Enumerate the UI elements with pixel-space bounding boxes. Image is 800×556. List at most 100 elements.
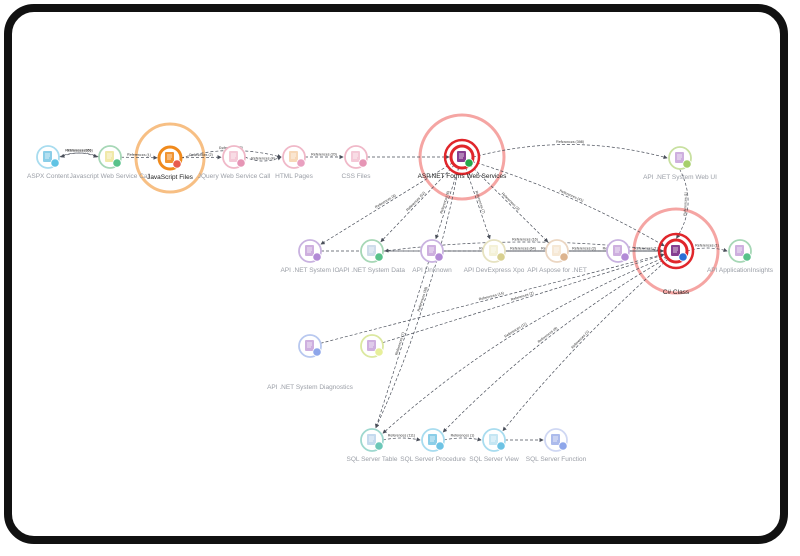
edge-sqltable-sqlproc[interactable] bbox=[382, 437, 421, 442]
node-diag[interactable]: API .NET System Diagnostics bbox=[267, 334, 354, 391]
node-css[interactable]: CSS Files bbox=[342, 145, 372, 180]
node-sqlfunc[interactable]: SQL Server Function bbox=[526, 428, 587, 463]
edge-misc-csfiles[interactable] bbox=[382, 253, 665, 344]
edge-label: References (111) bbox=[388, 434, 415, 438]
edge-label: References (6) bbox=[439, 190, 450, 214]
document-icon bbox=[489, 245, 498, 256]
document-icon bbox=[165, 152, 174, 163]
node-dataapi[interactable]: API .NET System Data bbox=[339, 239, 405, 274]
edge-jsws-jsfiles[interactable] bbox=[120, 155, 158, 160]
edge-aspnet-ioapi[interactable] bbox=[320, 162, 453, 245]
node-label: API .NET System Diagnostics bbox=[267, 384, 354, 391]
type-badge-icon bbox=[296, 158, 306, 168]
edge-aspx-jsws[interactable] bbox=[58, 152, 98, 158]
edge-webui-csfiles[interactable] bbox=[676, 168, 689, 239]
edge-aspnet-webui[interactable] bbox=[472, 144, 668, 160]
edge-label: References (38) bbox=[417, 286, 429, 312]
type-badge-icon bbox=[236, 158, 246, 168]
type-badge-icon bbox=[374, 347, 384, 357]
node-jsfiles[interactable]: JavaScript Files bbox=[147, 145, 194, 181]
node-aspx[interactable]: ASPX Content bbox=[27, 145, 69, 180]
edge-label: References (1) bbox=[634, 247, 658, 251]
node-label: API .NET System Web UI bbox=[643, 174, 717, 181]
node-sqlview[interactable]: SQL Server View bbox=[469, 428, 519, 463]
node-html[interactable]: HTML Pages bbox=[275, 145, 314, 180]
document-icon bbox=[457, 151, 466, 162]
edge-csfiles-sqlview[interactable] bbox=[502, 258, 669, 432]
type-badge-icon bbox=[496, 252, 506, 262]
edge-jsfiles-jqws[interactable] bbox=[180, 155, 222, 160]
edge-unknown-sqltable[interactable] bbox=[374, 261, 430, 429]
edge-label: References (66) bbox=[65, 149, 91, 153]
edge-label: References (64) bbox=[510, 247, 536, 251]
node-jsws[interactable]: Javascript Web Service Call bbox=[70, 145, 151, 180]
edge-label: References (3) bbox=[501, 192, 521, 212]
node-compapi[interactable] bbox=[606, 239, 630, 263]
type-badge-icon bbox=[742, 252, 752, 262]
node-devx[interactable]: API DevExpress Xpo bbox=[464, 239, 525, 274]
halo-jsfiles bbox=[134, 122, 206, 194]
type-badge-icon bbox=[464, 158, 474, 168]
node-label: API .NET System IO bbox=[280, 267, 339, 274]
edge-label: References (1) bbox=[451, 434, 475, 438]
document-icon bbox=[675, 152, 684, 163]
node-misc[interactable] bbox=[360, 334, 384, 358]
node-label: API DevExpress Xpo bbox=[464, 267, 525, 274]
node-label: CSS Files bbox=[342, 173, 372, 180]
window-frame bbox=[4, 4, 788, 544]
document-icon bbox=[613, 245, 622, 256]
edge-label: References (20) bbox=[311, 153, 337, 157]
document-icon bbox=[428, 434, 437, 445]
node-csfiles[interactable]: C# Class bbox=[657, 232, 695, 296]
type-badge-icon bbox=[374, 441, 384, 451]
node-appinsights[interactable]: API ApplicationInsights bbox=[707, 239, 774, 274]
edge-csfiles-dataapi[interactable] bbox=[384, 241, 666, 253]
edge-diag-csfiles[interactable] bbox=[320, 253, 665, 344]
node-unknown[interactable]: API Unknown bbox=[412, 239, 452, 274]
node-label: SQL Server Table bbox=[347, 456, 398, 463]
type-badge-icon bbox=[374, 252, 384, 262]
document-icon bbox=[289, 151, 298, 162]
type-badge-icon bbox=[496, 441, 506, 451]
node-sqltable[interactable]: SQL Server Table bbox=[347, 428, 398, 463]
type-badge-icon bbox=[358, 158, 368, 168]
edge-sqlproc-sqlview[interactable] bbox=[443, 437, 482, 442]
edge-label: References (8) bbox=[537, 326, 558, 344]
edge-csfiles-sqltable[interactable] bbox=[382, 256, 667, 434]
node-webui[interactable]: API .NET System Web UI bbox=[643, 146, 717, 181]
node-focus-ring bbox=[657, 232, 695, 270]
edge-csfiles-appinsights[interactable] bbox=[686, 247, 728, 253]
edge-label: References (16) bbox=[512, 238, 538, 242]
node-aspnet[interactable]: ASP.NET Forms Web Services bbox=[418, 138, 508, 180]
document-icon bbox=[351, 151, 360, 162]
node-label: SQL Server Function bbox=[526, 456, 587, 463]
edge-label: References (2) bbox=[189, 153, 213, 157]
edge-csfiles-sqlproc[interactable] bbox=[442, 257, 668, 433]
type-badge-icon bbox=[434, 252, 444, 262]
edge-aspnet-dataapi[interactable] bbox=[380, 164, 455, 243]
edge-label: References (52) bbox=[406, 191, 427, 212]
node-aspose[interactable]: API Aspose for .NET bbox=[527, 239, 587, 274]
edge-aspnet-aspose[interactable] bbox=[469, 164, 549, 243]
node-label: JQuery Web Service Call bbox=[198, 173, 271, 180]
edge-aspnet-sqltable[interactable] bbox=[375, 167, 460, 429]
document-icon bbox=[305, 245, 314, 256]
document-icon bbox=[305, 340, 314, 351]
node-label: C# Class bbox=[663, 289, 690, 296]
node-label: API Aspose for .NET bbox=[527, 267, 587, 274]
type-badge-icon bbox=[312, 252, 322, 262]
edge-label: References (1) bbox=[695, 244, 719, 248]
node-ioapi[interactable]: API .NET System IO bbox=[280, 239, 340, 274]
node-sqlproc[interactable]: SQL Server Procedure bbox=[400, 428, 466, 463]
edge-aspnet-csfiles[interactable] bbox=[471, 161, 665, 247]
edge-jsws-aspx[interactable] bbox=[60, 152, 100, 158]
document-icon bbox=[427, 245, 436, 256]
type-badge-icon bbox=[312, 347, 322, 357]
node-label: HTML Pages bbox=[275, 173, 313, 180]
document-icon bbox=[229, 151, 238, 162]
node-jqws[interactable]: JQuery Web Service Call bbox=[198, 145, 271, 180]
node-label: API .NET System Data bbox=[339, 267, 405, 274]
node-label: API ApplicationInsights bbox=[707, 267, 774, 274]
edge-label: References (4) bbox=[251, 157, 275, 161]
